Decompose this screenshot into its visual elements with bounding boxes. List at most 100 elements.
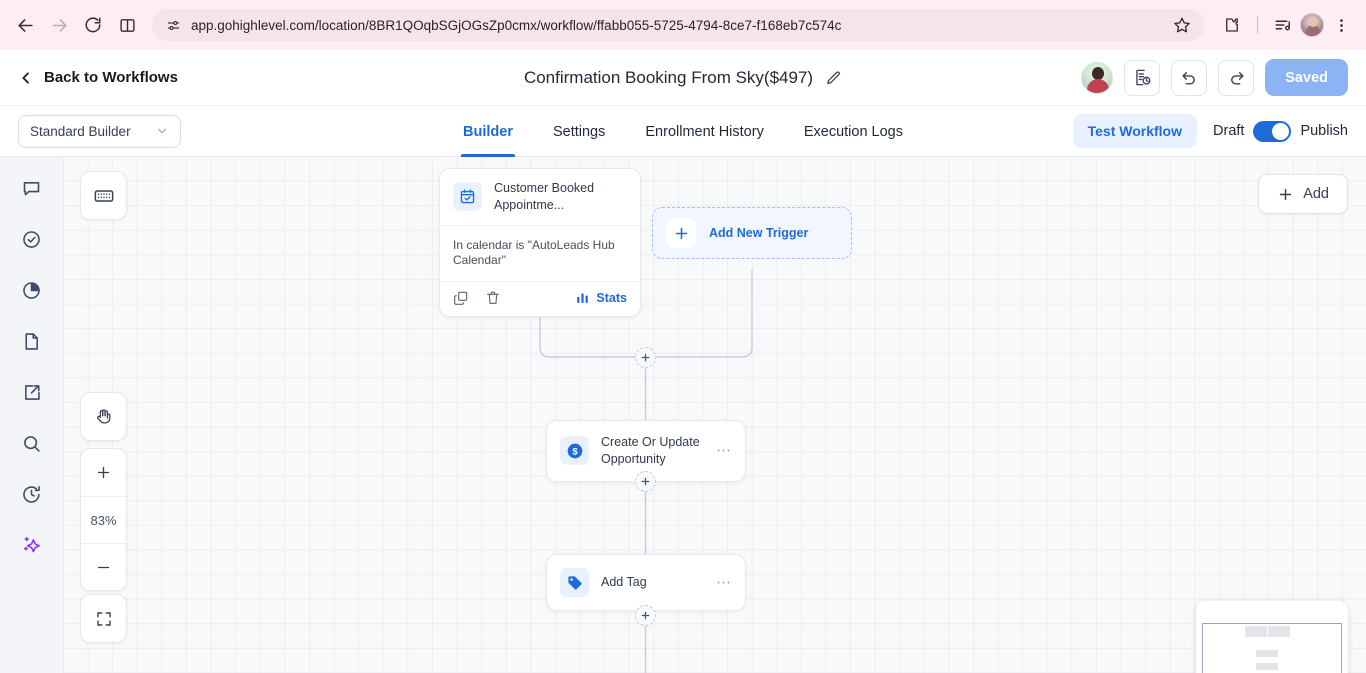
minimap-node-block [1256, 650, 1278, 657]
trash-icon[interactable] [485, 290, 501, 306]
add-step-connector-icon[interactable] [635, 605, 656, 626]
publish-toggle-group: Draft Publish [1213, 120, 1348, 142]
external-link-icon[interactable] [17, 377, 47, 407]
header-actions: Saved [1081, 59, 1348, 96]
canvas-minimap[interactable] [1196, 601, 1348, 673]
three-dot-menu-icon[interactable]: ⋯ [716, 442, 732, 460]
trigger-node-header: Customer Booked Appointme... [440, 169, 640, 225]
address-bar[interactable]: app.gohighlevel.com/location/8BR1QOqbSGj… [152, 9, 1205, 41]
app-body: 83% Add [0, 157, 1366, 673]
action-node-row: Add Tag ⋯ [547, 555, 745, 610]
add-step-label: Add [1303, 186, 1329, 202]
fit-to-screen-box [80, 594, 127, 643]
zoom-out-button[interactable] [81, 543, 126, 590]
three-dot-menu-icon[interactable]: ⋯ [716, 574, 732, 591]
workflow-canvas[interactable]: 83% Add [64, 157, 1366, 673]
minimap-node-block [1256, 663, 1278, 670]
zoom-controls-box: 83% [80, 448, 127, 591]
keyboard-shortcuts-icon[interactable] [81, 172, 126, 219]
redo-button[interactable] [1218, 59, 1255, 96]
minimap-node-block [1268, 626, 1290, 637]
trigger-node[interactable]: Customer Booked Appointme... In calendar… [439, 168, 641, 317]
copy-icon[interactable] [453, 290, 469, 306]
add-step-connector-icon[interactable] [635, 347, 656, 368]
tab-execution-logs[interactable]: Execution Logs [803, 123, 903, 140]
zoom-level-label[interactable]: 83% [81, 496, 126, 543]
dollar-circle-icon: $ [560, 436, 589, 466]
chevron-left-icon [18, 70, 34, 86]
action-node-title: Create Or Update Opportunity [601, 435, 700, 466]
browser-menu-icon[interactable] [1326, 10, 1356, 40]
chevron-down-icon [155, 124, 169, 138]
browser-actions [1217, 10, 1356, 40]
split-screen-icon[interactable] [112, 10, 142, 40]
toolbar-divider [1257, 16, 1258, 34]
divider [440, 280, 640, 282]
undo-button[interactable] [1171, 59, 1208, 96]
url-text: app.gohighlevel.com/location/8BR1QOqbSGj… [191, 17, 842, 33]
trigger-stats-label: Stats [596, 290, 627, 305]
save-button[interactable]: Saved [1265, 59, 1348, 96]
pan-tool-control [80, 392, 127, 441]
document-refresh-icon[interactable] [1124, 59, 1161, 96]
browser-profile-avatar[interactable] [1300, 13, 1324, 37]
page-title: Confirmation Booking From Sky($497) [523, 68, 814, 87]
trigger-stats-button[interactable]: Stats [575, 290, 627, 305]
builder-mode-select[interactable]: Standard Builder [18, 114, 181, 148]
tag-icon [560, 568, 589, 597]
divider [440, 224, 640, 226]
plus-icon [666, 218, 696, 248]
chat-bubble-icon[interactable] [17, 173, 47, 203]
trigger-node-title: Customer Booked Appointme... [494, 181, 595, 212]
calendar-check-icon [453, 182, 482, 212]
browser-back-icon[interactable] [10, 10, 40, 40]
zoom-controls: 83% [80, 448, 127, 591]
clock-history-icon[interactable] [17, 479, 47, 509]
site-settings-icon[interactable] [166, 18, 181, 33]
add-new-trigger-button[interactable]: Add New Trigger [652, 207, 852, 259]
minimap-node-block [1245, 626, 1267, 637]
workflow-tabs-bar: Standard Builder Builder Settings Enroll… [0, 106, 1366, 157]
keyboard-shortcuts-control [80, 171, 127, 220]
ai-sparkle-icon[interactable] [17, 530, 47, 560]
check-circle-icon[interactable] [17, 224, 47, 254]
tab-enrollment-history[interactable]: Enrollment History [645, 123, 764, 140]
action-node-row: $ Create Or Update Opportunity ⋯ [547, 421, 745, 481]
extensions-puzzle-icon[interactable] [1217, 10, 1247, 40]
user-avatar[interactable] [1081, 61, 1114, 94]
browser-forward-icon[interactable] [44, 10, 74, 40]
pencil-edit-icon[interactable] [825, 70, 842, 87]
plus-icon [1277, 186, 1294, 203]
media-list-icon[interactable] [1268, 10, 1298, 40]
minimap-viewport[interactable] [1202, 623, 1342, 673]
bookmark-star-icon[interactable] [1173, 16, 1191, 34]
publish-toggle[interactable] [1253, 120, 1292, 142]
action-node-title: Add Tag [601, 575, 647, 590]
browser-reload-icon[interactable] [78, 10, 108, 40]
pan-tool-box [80, 392, 127, 441]
builder-mode-value: Standard Builder [30, 123, 131, 139]
pan-hand-icon[interactable] [81, 393, 126, 440]
document-icon[interactable] [17, 326, 47, 356]
add-step-button[interactable]: Add [1258, 174, 1348, 214]
tab-list: Builder Settings Enrollment History Exec… [0, 106, 1366, 157]
tabs-bar-actions: Test Workflow Draft Publish [1072, 114, 1348, 148]
app-header: Back to Workflows Confirmation Booking F… [0, 50, 1366, 106]
add-step-connector-icon[interactable] [635, 471, 656, 492]
trigger-node-description: In calendar is "AutoLeads Hub Calendar" [453, 237, 615, 268]
back-to-workflows-button[interactable]: Back to Workflows [18, 69, 178, 86]
search-icon[interactable] [17, 428, 47, 458]
pie-chart-icon[interactable] [17, 275, 47, 305]
browser-toolbar: app.gohighlevel.com/location/8BR1QOqbSGj… [0, 0, 1366, 50]
fit-to-screen-icon[interactable] [81, 595, 126, 642]
zoom-in-button[interactable] [81, 449, 126, 496]
tab-settings[interactable]: Settings [552, 123, 606, 140]
back-to-workflows-label: Back to Workflows [44, 69, 178, 86]
keyboard-shortcuts-box [80, 171, 127, 220]
action-node-add-tag[interactable]: Add Tag ⋯ [546, 554, 746, 611]
svg-text:$: $ [572, 446, 578, 457]
test-workflow-button[interactable]: Test Workflow [1072, 114, 1198, 148]
tab-builder[interactable]: Builder [461, 106, 515, 157]
left-side-rail [0, 157, 64, 673]
bar-chart-icon [575, 290, 590, 305]
